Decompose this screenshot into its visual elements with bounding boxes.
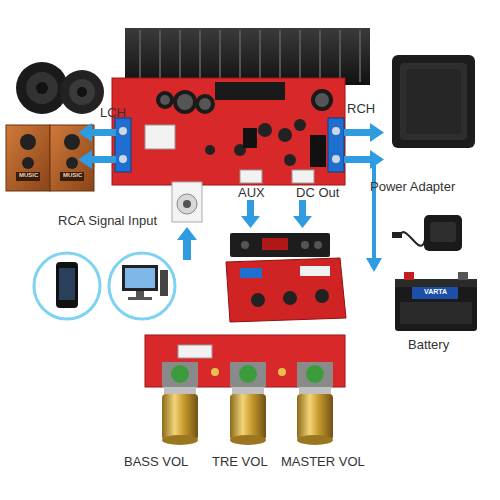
battery-brand: VARTA [424,288,447,296]
signal-arrows [78,123,384,272]
port-label: AUX [238,186,265,201]
knob-label: TRE VOL [212,455,268,470]
tone-control-board [145,335,345,445]
power-adapter [392,215,462,251]
source-devices [34,253,175,319]
channel-label: RCH [347,102,375,117]
speaker-brand: MUSIC [19,172,38,179]
device-label: Battery [408,338,449,353]
input-label: RCA Signal Input [58,214,157,229]
add-on-modules [226,233,346,322]
channel-label: LCH [100,106,126,121]
amplifier-board [112,28,370,222]
knob-label: MASTER VOL [281,455,365,470]
speaker-brand: MUSIC [63,172,82,179]
port-label: DC Out [296,186,339,201]
battery [395,272,477,331]
bookshelf-speakers [6,62,104,191]
device-label: Power Adapter [370,180,455,195]
knob-label: BASS VOL [124,455,188,470]
subwoofer [392,55,475,148]
